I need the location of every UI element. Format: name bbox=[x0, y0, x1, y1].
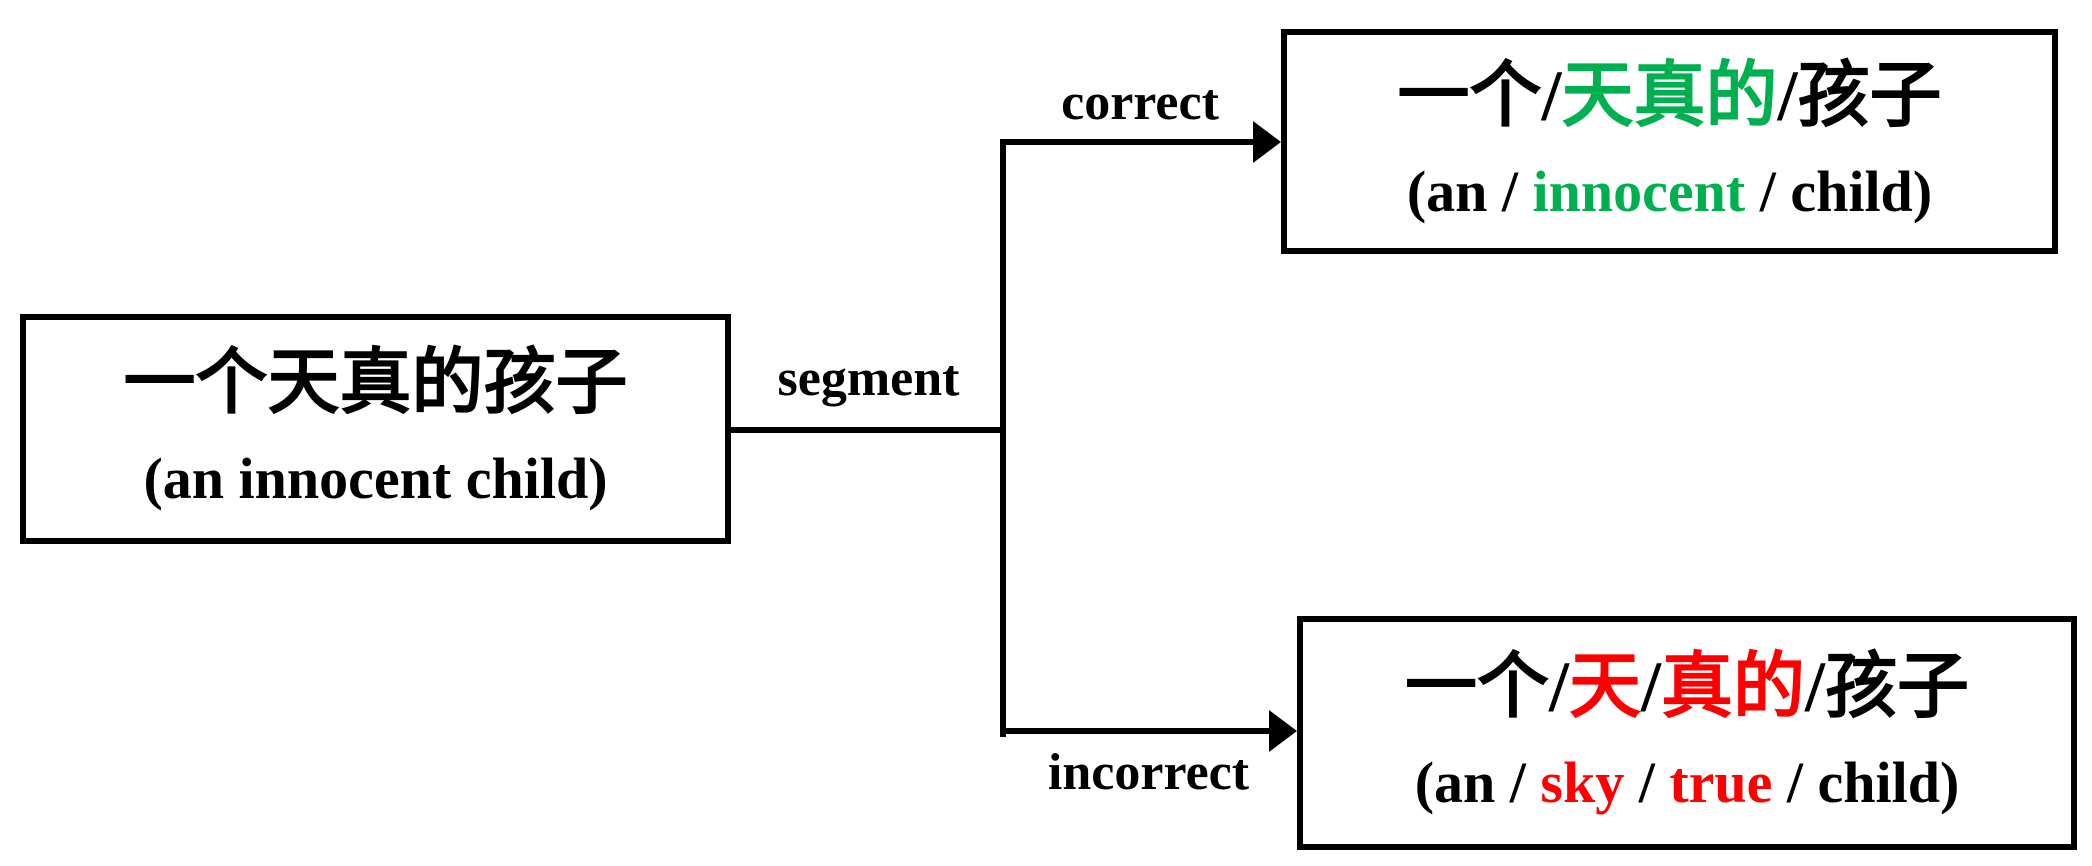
correct-label: correct bbox=[1061, 74, 1219, 131]
segment-connector-line bbox=[731, 427, 1006, 433]
source-box: 一个天真的孩子 (an innocent child) bbox=[20, 314, 731, 544]
word-segment-black: / bbox=[1777, 55, 1798, 136]
word-segment-black: / bbox=[1548, 647, 1569, 727]
correct-arrow-line bbox=[1000, 139, 1256, 145]
incorrect-arrow-line bbox=[1000, 728, 1272, 734]
incorrect-chinese-segmented-text: 一个/天/真的/孩子 bbox=[1405, 637, 1969, 737]
word-segment-black: / bbox=[1541, 55, 1562, 136]
source-english-gloss: (an innocent child) bbox=[143, 446, 608, 511]
word-segment-black: (an / bbox=[1414, 750, 1541, 815]
correct-arrowhead-icon bbox=[1253, 121, 1281, 163]
word-segment-green: innocent bbox=[1532, 158, 1746, 224]
correct-english-gloss: (an / innocent / child) bbox=[1407, 146, 1932, 238]
word-segment-black: 一个 bbox=[1404, 647, 1549, 727]
source-chinese-text: 一个天真的孩子 bbox=[123, 343, 628, 423]
word-segment-black: 一个 bbox=[1397, 55, 1542, 136]
word-segment-green: 天真的 bbox=[1561, 55, 1778, 136]
word-segment-black: 孩子 bbox=[1797, 55, 1942, 136]
word-segment-black: / child) bbox=[1772, 750, 1960, 815]
word-segment-red: true bbox=[1669, 750, 1773, 815]
incorrect-arrowhead-icon bbox=[1269, 710, 1297, 752]
word-segment-black: / bbox=[1624, 750, 1670, 815]
word-segment-black: / bbox=[1805, 647, 1826, 727]
correct-segmentation-box: 一个/天真的/孩子 (an / innocent / child) bbox=[1281, 29, 2058, 254]
word-segment-red: 真的 bbox=[1661, 647, 1806, 727]
incorrect-label: incorrect bbox=[1047, 744, 1250, 801]
segment-label: segment bbox=[777, 350, 960, 407]
word-segment-black: (an / bbox=[1406, 158, 1533, 224]
word-segment-black: / child) bbox=[1745, 158, 1933, 224]
word-segment-red: sky bbox=[1540, 750, 1625, 815]
incorrect-segmentation-box: 一个/天/真的/孩子 (an / sky / true / child) bbox=[1297, 616, 2077, 850]
correct-chinese-segmented-text: 一个/天真的/孩子 bbox=[1397, 46, 1941, 146]
word-segment-red: 天 bbox=[1568, 647, 1641, 727]
word-segment-black: 孩子 bbox=[1825, 647, 1970, 727]
word-segment-black: / bbox=[1640, 647, 1661, 727]
branch-stem-line bbox=[1000, 139, 1006, 737]
incorrect-english-gloss: (an / sky / true / child) bbox=[1415, 737, 1960, 829]
